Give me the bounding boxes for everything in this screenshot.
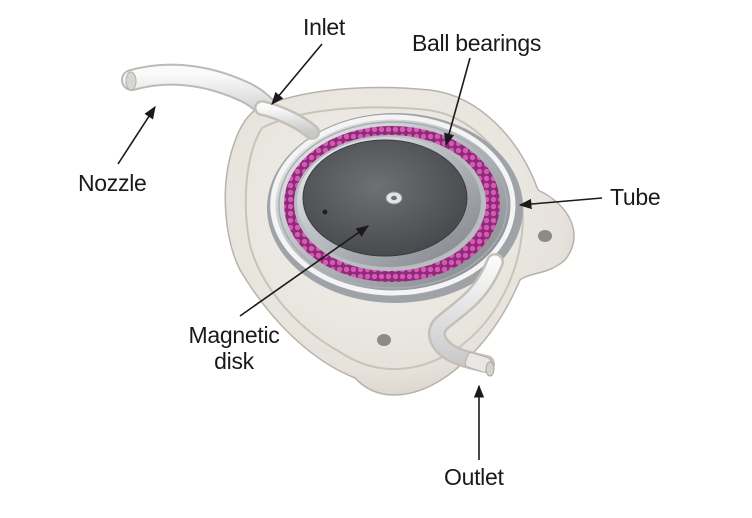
label-ball-bearings: Ball bearings bbox=[412, 30, 542, 56]
pump-head bbox=[267, 113, 523, 303]
label-outlet: Outlet bbox=[444, 464, 504, 490]
inlet-fitting bbox=[254, 100, 320, 140]
label-magnetic-disk-line2: disk bbox=[214, 348, 254, 375]
mount-hole bbox=[538, 230, 552, 242]
inlet-arrow bbox=[271, 43, 323, 105]
ball-bearings-arrow bbox=[444, 57, 471, 147]
magnetic-disk-arrow bbox=[239, 225, 370, 317]
magnetic-disk-shape bbox=[303, 140, 467, 256]
mount-hole bbox=[377, 334, 391, 346]
outlet-tube bbox=[427, 253, 504, 377]
leader-lines bbox=[117, 43, 603, 460]
label-nozzle: Nozzle bbox=[78, 170, 147, 196]
label-magnetic-disk-line1: Magnetic bbox=[188, 322, 280, 348]
label-tube: Tube bbox=[610, 184, 661, 210]
label-magnetic-disk: Magnetic disk bbox=[178, 322, 290, 375]
nozzle-arrow bbox=[117, 105, 156, 165]
tube-arrow bbox=[518, 197, 603, 210]
label-inlet: Inlet bbox=[303, 14, 345, 40]
